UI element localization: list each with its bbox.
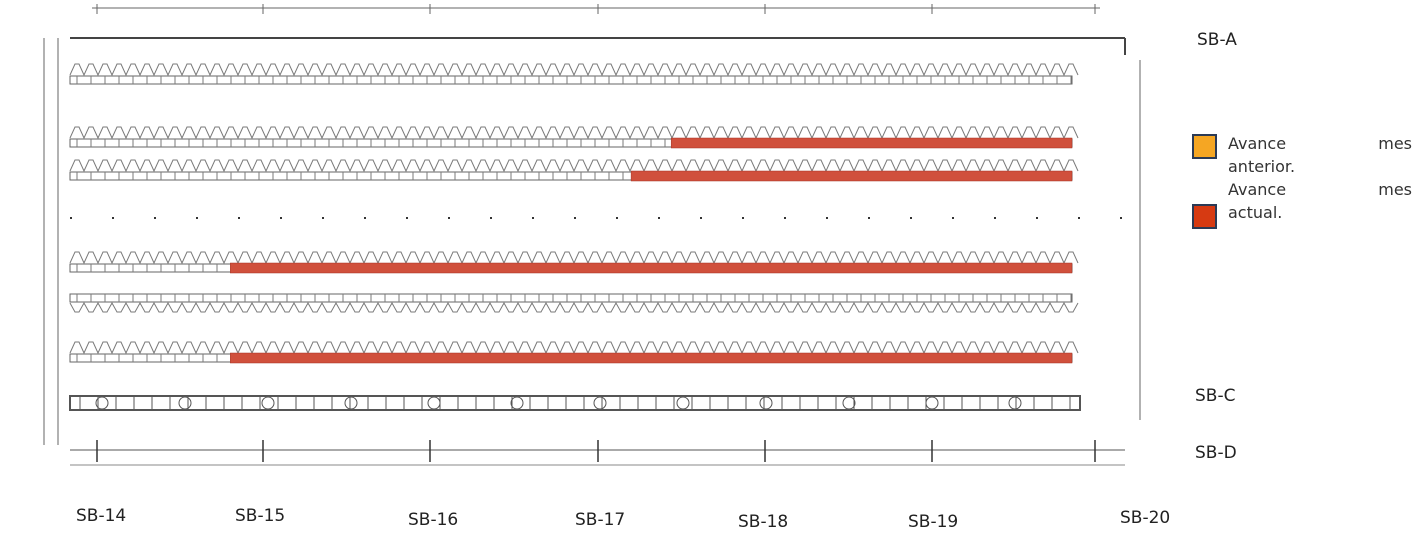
- legend-text-previous: Avance mes anterior.: [1228, 132, 1412, 178]
- axis-label-sb-14: SB-14: [76, 506, 127, 526]
- axis-label-sb-d: SB-D: [1195, 443, 1237, 463]
- progress-bar-actual: [230, 352, 1073, 364]
- legend-word: Avance: [1228, 134, 1287, 153]
- legend-item-previous: Avance mes anterior.: [1190, 132, 1412, 178]
- legend: Avance mes anterior. Avance mes actual.: [1190, 132, 1412, 229]
- truss-row: [69, 293, 1079, 313]
- bottom-chord-sb-c: [69, 395, 1081, 411]
- axis-label-sb-20: SB-20: [1120, 508, 1171, 528]
- legend-word: anterior.: [1228, 157, 1296, 176]
- axis-label-sb-18: SB-18: [738, 512, 789, 532]
- truss-row: [69, 63, 1079, 85]
- axis-label-sb-a: SB-A: [1197, 30, 1237, 50]
- progress-bar-actual: [670, 137, 1073, 149]
- legend-item-current: Avance mes actual.: [1190, 178, 1412, 229]
- axis-label-sb-15: SB-15: [235, 506, 286, 526]
- axis-label-sb-16: SB-16: [408, 510, 459, 530]
- axis-label-sb-c: SB-C: [1195, 386, 1236, 406]
- legend-text-current: Avance mes actual.: [1228, 178, 1412, 224]
- legend-word: actual.: [1228, 203, 1283, 222]
- axis-label-sb-17: SB-17: [575, 510, 626, 530]
- axis-label-sb-19: SB-19: [908, 512, 959, 532]
- legend-word: mes: [1378, 180, 1412, 199]
- legend-word: Avance: [1228, 180, 1287, 199]
- legend-swatch-previous: [1192, 134, 1217, 159]
- legend-word: mes: [1378, 134, 1412, 153]
- progress-bar-actual: [230, 262, 1073, 274]
- legend-swatch-current: [1192, 204, 1217, 229]
- progress-bar-actual: [630, 170, 1073, 182]
